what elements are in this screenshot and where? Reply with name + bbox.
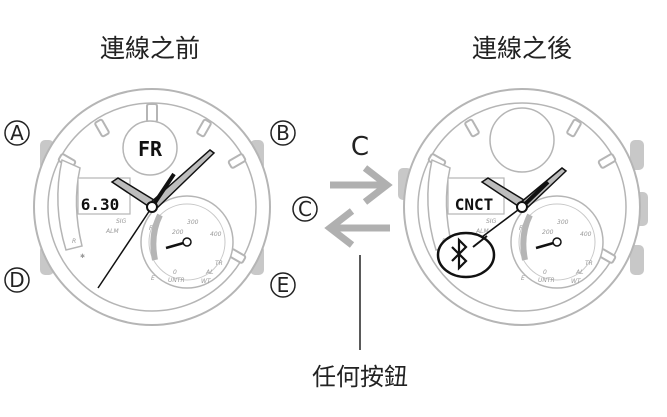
button-label-d: D bbox=[4, 267, 30, 293]
label-alm: ALM bbox=[105, 228, 119, 235]
label-sig: SIG bbox=[116, 218, 127, 225]
label-al: AL bbox=[205, 269, 213, 276]
upper-subdial bbox=[489, 107, 555, 173]
lower-display-text: 6.30 bbox=[81, 195, 120, 214]
second-hand-tail bbox=[477, 206, 523, 241]
button-lower-right-crown[interactable] bbox=[630, 245, 644, 275]
svg-text:A: A bbox=[10, 121, 24, 145]
label-sig: SIG bbox=[486, 218, 497, 225]
svg-text:E: E bbox=[277, 273, 290, 297]
arrow-right bbox=[330, 165, 393, 205]
subdial-pin bbox=[552, 237, 562, 247]
label-scale-400: 400 bbox=[210, 231, 222, 238]
label-f: F bbox=[519, 225, 523, 232]
label-alm: ALM bbox=[475, 228, 489, 235]
heading-before: 連線之前 bbox=[100, 34, 200, 63]
watch-bezel bbox=[417, 102, 627, 312]
label-scale-300: 300 bbox=[187, 219, 199, 226]
second-hand-tip bbox=[150, 172, 176, 209]
center-pin bbox=[516, 201, 528, 213]
watch-before: FR 6.30 SIG ALM R ✱ 200 300 400 F E TR A… bbox=[33, 88, 271, 326]
label-untr: UNTR bbox=[538, 277, 555, 284]
label-scale-300: 300 bbox=[557, 219, 569, 226]
label-f: F bbox=[149, 225, 153, 232]
button-label-e: E bbox=[270, 272, 296, 298]
label-scale-200: 200 bbox=[172, 229, 184, 236]
label-e: E bbox=[521, 275, 525, 282]
label-e: E bbox=[151, 275, 155, 282]
label-wt: WT bbox=[201, 278, 212, 285]
heading-after: 連線之後 bbox=[472, 34, 572, 63]
label-al: AL bbox=[575, 269, 583, 276]
label-tr: TR bbox=[215, 260, 223, 267]
label-untr: UNTR bbox=[168, 277, 185, 284]
watch-after: CNCT SIG ALM R 200 300 400 F E TR AL WT … bbox=[398, 88, 648, 326]
label-zero: 0 bbox=[173, 269, 177, 276]
button-upper-right-crown[interactable] bbox=[630, 140, 644, 170]
bluetooth-mark: ✱ bbox=[80, 253, 85, 260]
center-pin bbox=[146, 201, 158, 213]
right-subdial-inner bbox=[518, 203, 596, 281]
upper-display-text: FR bbox=[138, 137, 163, 161]
bluetooth-icon bbox=[451, 237, 468, 271]
arrow-left bbox=[324, 208, 390, 248]
second-hand-in-highlight bbox=[472, 235, 488, 248]
svg-text:C: C bbox=[298, 197, 312, 221]
svg-text:B: B bbox=[276, 121, 290, 145]
second-hand-tip bbox=[520, 180, 550, 209]
subdial-pin bbox=[182, 237, 192, 247]
svg-text:D: D bbox=[9, 268, 24, 292]
caption-any-button: 任何按鈕 bbox=[312, 363, 408, 391]
right-subdial-inner bbox=[148, 203, 226, 281]
label-scale-200: 200 bbox=[542, 229, 554, 236]
subdial-scale-arc bbox=[150, 213, 163, 261]
bluetooth-highlight bbox=[436, 231, 496, 279]
label-zero: 0 bbox=[543, 269, 547, 276]
button-label-a: A bbox=[4, 120, 30, 146]
upper-subdial bbox=[122, 120, 178, 176]
left-arc-window bbox=[57, 158, 83, 251]
label-tr: TR bbox=[585, 260, 593, 267]
subdial-scale-arc bbox=[520, 213, 533, 261]
button-label-c: C bbox=[292, 196, 318, 222]
label-wt: WT bbox=[571, 278, 582, 285]
lower-display-text: CNCT bbox=[455, 195, 494, 214]
second-hand-tail bbox=[97, 206, 153, 289]
label-r: R bbox=[72, 238, 76, 245]
button-label-b: B bbox=[270, 120, 296, 146]
label-scale-400: 400 bbox=[580, 231, 592, 238]
arrow-label-c: C bbox=[351, 132, 369, 162]
transition-arrows: C bbox=[324, 132, 393, 350]
